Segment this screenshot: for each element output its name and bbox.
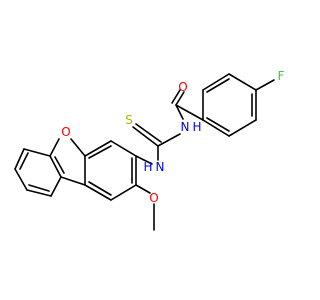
amide-nitrogen-label: N [181,120,190,134]
bond [135,123,162,143]
bond [202,119,230,137]
bond [132,126,159,147]
bond [54,156,65,174]
bond [49,138,60,157]
atom-labels: O F S N H N H O O [61,69,284,205]
bond [14,148,25,170]
bond [50,176,62,197]
bond [60,176,86,186]
bonds [14,73,275,231]
amine-hydrogen-label: H [143,160,152,174]
bond [26,189,52,197]
sulfur-label: S [125,113,133,127]
bond [84,140,112,157]
carbonyl-oxygen-label: O [178,80,187,94]
bond [157,133,181,147]
bond [175,104,204,121]
bond [228,119,257,137]
bond [110,184,137,201]
bond [175,104,184,120]
amide-hydrogen-label: H [192,120,201,134]
bond [88,181,112,196]
bond [88,145,112,159]
molecule-svg: O F S N H N H O O [14,69,285,231]
bond [14,168,28,191]
bond [23,148,51,157]
amine-nitrogen-label: N [156,160,165,174]
bond [49,155,62,178]
fluorine-label: F [278,69,285,83]
bond [202,73,230,91]
bond [228,73,257,91]
bond [255,79,275,91]
methoxy-oxygen-label: O [149,191,158,205]
bond [175,91,185,106]
bond [135,184,151,194]
bond [70,138,86,157]
bond [135,155,153,165]
bond [19,152,29,170]
furan-oxygen-label: O [61,125,70,139]
bond [84,184,112,201]
bond [28,184,50,192]
bond [110,140,137,157]
bond [171,89,181,104]
molecule-structure-diagram: O F S N H N H O O [14,69,285,231]
bond [206,117,230,132]
bond [206,78,230,93]
